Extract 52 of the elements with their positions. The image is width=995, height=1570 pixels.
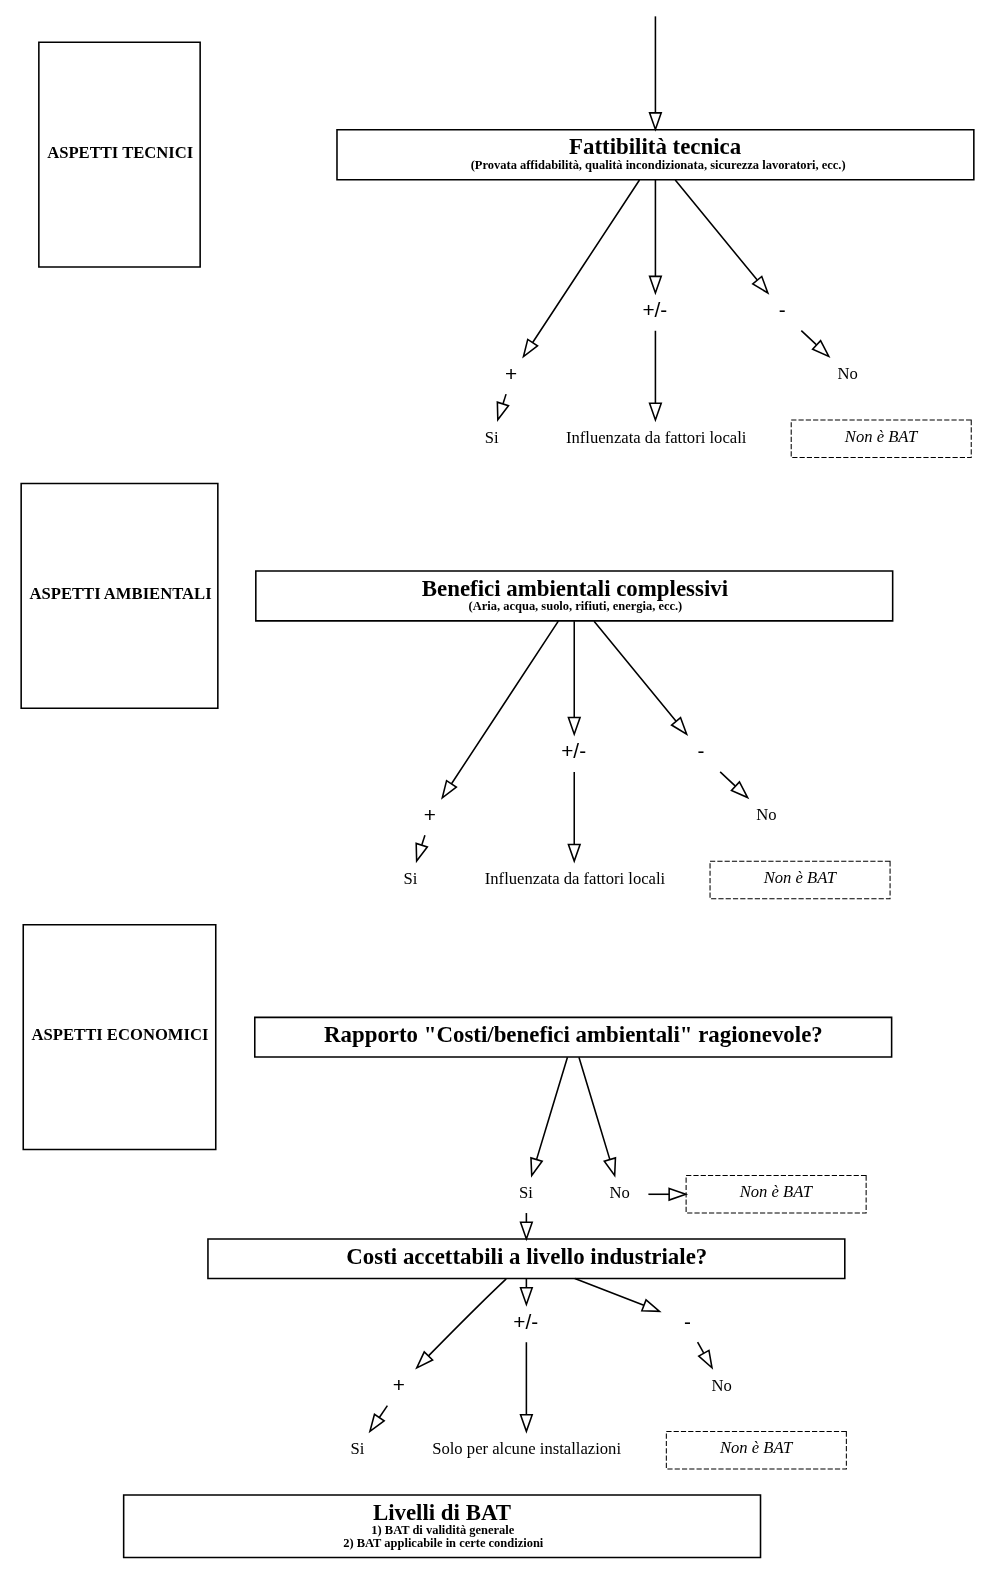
arrow	[522, 179, 641, 359]
arrow	[593, 620, 689, 737]
arrow	[719, 771, 750, 800]
node-box: Fattibilità tecnica (Provata affidabilità, qualità incondizionata, sicurezza lavoratori, ecc.)	[336, 128, 975, 181]
node-text: +/-	[513, 1309, 539, 1333]
node-box: Non è BAT	[709, 860, 891, 900]
node-text: No	[609, 1183, 630, 1203]
arrow	[441, 620, 560, 800]
node-box: Non è BAT	[665, 1431, 847, 1470]
node-text: -	[778, 298, 786, 322]
arrow	[368, 1404, 389, 1434]
node-text: +/-	[561, 739, 587, 763]
arrow	[530, 1056, 569, 1178]
node-box: ASPETTI ECONOMICI	[22, 923, 217, 1151]
node-text: Influenzata da fattori locali	[484, 868, 666, 888]
node-text: +	[392, 1372, 405, 1396]
arrow	[415, 834, 429, 864]
arrow	[648, 330, 663, 423]
node-box: Rapporto "Costi/benefici ambientali" ragionevole?	[254, 1016, 893, 1058]
arrow	[800, 329, 831, 358]
node-text: Si	[484, 427, 499, 447]
arrow	[578, 1056, 617, 1178]
node-text: Solo per alcune installazioni	[432, 1439, 622, 1459]
node-text: -	[684, 1309, 691, 1333]
node-text: +	[505, 361, 518, 385]
node-text: Influenzata da fattori locali	[565, 427, 747, 447]
node-text: +/-	[642, 298, 668, 322]
arrow	[567, 771, 582, 864]
arrow	[648, 179, 663, 296]
node-text: Si	[350, 1439, 365, 1459]
arrow	[647, 1187, 689, 1202]
node-box: Benefici ambientali complessivi (Aria, acqua, suolo, rifiuti, energia, ecc.)	[255, 570, 894, 622]
arrow	[648, 15, 663, 132]
node-text: No	[837, 364, 858, 384]
node-box: ASPETTI TECNICI	[38, 41, 201, 268]
node-text: Si	[403, 868, 418, 888]
arrow	[519, 1341, 534, 1434]
node-box: Non è BAT	[685, 1175, 867, 1214]
arrow	[674, 179, 770, 295]
node-text: No	[756, 805, 777, 825]
node-text: -	[697, 739, 705, 763]
node-text: No	[711, 1375, 732, 1395]
node-box: Livelli di BAT 1) BAT di validità generale 2) BAT applicabile in certe condizioni	[122, 1494, 762, 1559]
node-text: +	[423, 802, 437, 826]
arrow	[567, 620, 582, 737]
arrow	[696, 1341, 714, 1370]
node-box: Costi accettabili a livello industriale?	[207, 1238, 846, 1280]
node-box: Non è BAT	[790, 419, 972, 459]
node-box: ASPETTI AMBIENTALI	[20, 482, 219, 710]
arrow	[415, 1278, 507, 1370]
arrow	[574, 1277, 662, 1313]
node-text: Si	[519, 1183, 533, 1203]
